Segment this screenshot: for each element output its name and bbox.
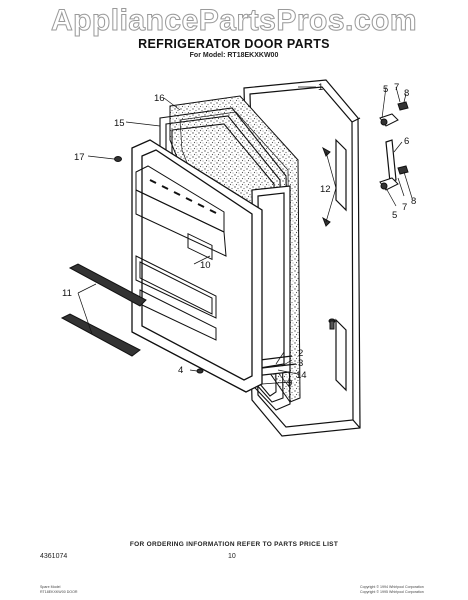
callout-6: 6 — [404, 136, 409, 147]
callout-8b: 8 — [411, 196, 416, 207]
callout-12: 12 — [320, 184, 331, 195]
callout-7b: 7 — [402, 202, 407, 213]
callout-16: 16 — [154, 93, 165, 104]
callout-5b: 5 — [392, 210, 397, 221]
callout-8a: 8 — [404, 88, 409, 99]
callout-17: 17 — [74, 152, 85, 163]
page-number: 10 — [228, 553, 236, 560]
screw-4 — [196, 368, 204, 374]
model-subtitle: For Model: RT18EKXKW00 — [189, 52, 279, 59]
callout-5a: 5 — [383, 84, 388, 95]
screw-17 — [114, 156, 122, 162]
callout-2: 2 — [298, 348, 303, 359]
leader-lines — [77, 86, 413, 385]
watermark: AppliancePartsPros.com — [50, 4, 418, 38]
liner-shelves — [131, 165, 247, 393]
callout-14: 14 — [296, 370, 307, 381]
shelf-bars — [60, 263, 147, 357]
door-liner-frame — [131, 139, 263, 393]
lower-hinge — [379, 165, 409, 191]
bottom-hinge-pin — [328, 318, 336, 330]
right-fine-print: Copyright © 1994 Whirlpool Corporation C… — [360, 585, 424, 595]
callout-15: 15 — [114, 118, 125, 129]
publication-number: 4361074 — [40, 553, 68, 560]
left-fine-line-2: RT18EKXKW00 DOOR — [40, 590, 78, 594]
upper-hinge — [379, 101, 409, 127]
ordering-note: FOR ORDERING INFORMATION REFER TO PARTS … — [129, 541, 339, 548]
callout-3: 3 — [298, 358, 303, 369]
left-fine-print: Spare Model RT18EKXKW00 DOOR — [40, 585, 77, 595]
callout-1: 1 — [318, 82, 323, 93]
door-stop — [385, 139, 397, 183]
callout-4: 4 — [178, 365, 183, 376]
right-fine-line-2: Copyright © 1995 Whirlpool Corporation — [360, 590, 424, 594]
callout-11: 11 — [62, 288, 72, 299]
left-fine-line-1: Spare Model — [40, 585, 61, 589]
callout-9: 9 — [287, 378, 292, 389]
callout-10: 10 — [200, 260, 211, 271]
right-fine-line-1: Copyright © 1994 Whirlpool Corporation — [360, 585, 424, 589]
callout-7a: 7 — [394, 82, 399, 93]
page-title: REFRIGERATOR DOOR PARTS — [138, 37, 330, 51]
